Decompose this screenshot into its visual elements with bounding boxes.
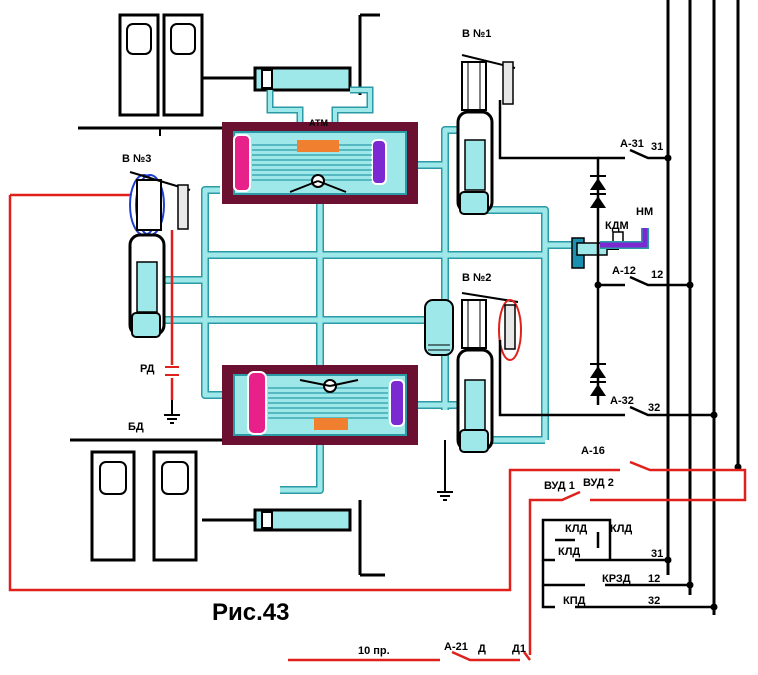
kld-label-2: КЛД <box>610 523 632 535</box>
wire-32b-label: 32 <box>648 595 660 607</box>
vertical-bus-lines <box>666 0 740 615</box>
rd-relay <box>165 366 179 376</box>
valve-1 <box>456 54 516 215</box>
valve-1-label: В №1 <box>462 28 491 40</box>
wire-a16-label: А-16 <box>581 445 605 457</box>
bd-label: БД <box>128 421 144 433</box>
wire-31b-label: 31 <box>651 548 663 560</box>
diodes <box>590 175 606 396</box>
vud1-label: ВУД 1 <box>544 480 575 492</box>
top-main-cylinder <box>222 122 418 204</box>
wire-12-label: 12 <box>651 269 663 281</box>
valve-2 <box>456 292 522 453</box>
door-bottom <box>70 438 230 562</box>
nm-main-line <box>600 228 649 249</box>
wire-12b-label: 12 <box>648 573 660 585</box>
junction-dots <box>594 154 742 611</box>
kdm-label: КДМ <box>605 220 629 232</box>
atm-label: АТМ <box>309 118 328 128</box>
valve-3 <box>128 171 191 338</box>
figure-caption: Рис.43 <box>212 599 289 626</box>
contact-d-label: Д <box>478 643 486 655</box>
kpd-label: КПД <box>563 595 586 607</box>
rd-label: РД <box>140 363 155 375</box>
bottom-door-cylinder <box>202 500 385 577</box>
red-control-wires <box>8 193 747 662</box>
contact-d1-label: Д1 <box>512 643 526 655</box>
wire-32-label: 32 <box>648 402 660 414</box>
wire-a21-label: А-21 <box>444 641 468 653</box>
krzd-label: КРЗД <box>602 573 631 585</box>
contact-panel <box>541 518 714 609</box>
valve-2-label: В №2 <box>462 272 491 284</box>
kld-label-1: КЛД <box>565 523 587 535</box>
wire-31-label: 31 <box>651 141 663 153</box>
bottom-main-cylinder <box>222 365 418 445</box>
top-door-cylinder <box>202 13 380 125</box>
valve-3-label: В №3 <box>122 153 151 165</box>
pr10-label: 10 пр. <box>358 645 390 657</box>
wire-a12-label: А-12 <box>612 265 636 277</box>
ground-symbols <box>164 400 453 501</box>
wire-a31-label: А-31 <box>620 138 644 150</box>
wire-a32-label: А-32 <box>610 395 634 407</box>
reservoir <box>424 299 454 356</box>
door-top <box>78 13 262 136</box>
vud2-label: ВУД 2 <box>583 477 614 489</box>
nm-label: НМ <box>636 206 653 218</box>
kld-label-3: КЛД <box>558 546 580 558</box>
